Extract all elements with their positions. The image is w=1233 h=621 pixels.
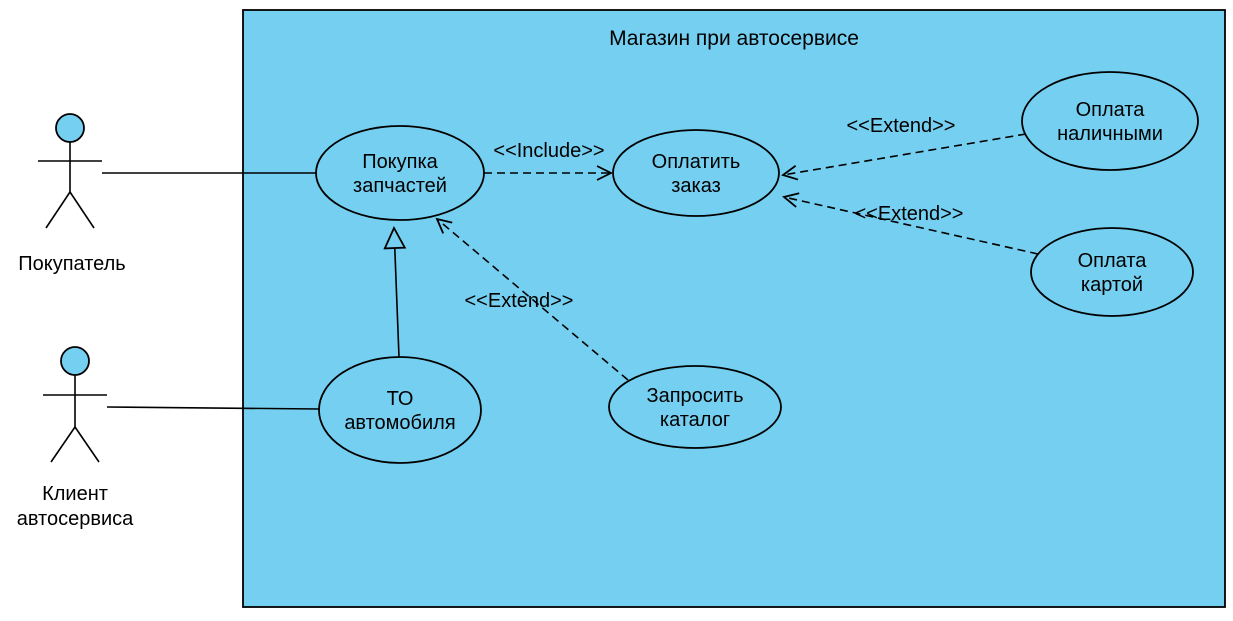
usecase-pay-order-ellipse	[612, 129, 780, 217]
usecase-car-service-ellipse	[318, 356, 482, 464]
usecase-card-payment-label-line2: картой	[1081, 274, 1143, 296]
extend-arrow-cash-pay-order	[781, 133, 1027, 181]
usecase-pay-order: Оплатить заказ	[612, 129, 780, 217]
usecase-buy-parts-label-line2: запчастей	[353, 175, 447, 197]
actor-client-right-leg	[74, 426, 100, 463]
extend-arrow-card-pay-order	[782, 192, 1039, 255]
usecase-card-payment-ellipse	[1030, 227, 1194, 317]
actor-buyer: Покупатель	[18, 113, 126, 275]
usecase-request-catalog-ellipse	[608, 365, 782, 449]
extend-label-cash: <<Extend>>	[847, 115, 956, 137]
usecase-cash-payment-label-line1: Оплата	[1076, 99, 1146, 121]
usecase-car-service-label-line2: автомобиля	[344, 412, 455, 434]
usecase-request-catalog-label-line2: каталог	[660, 409, 730, 431]
usecase-cash-payment-ellipse	[1021, 71, 1199, 171]
actor-buyer-right-leg	[69, 191, 95, 229]
usecase-buy-parts: Покупка запчастей	[315, 125, 485, 221]
actor-buyer-label: Покупатель	[18, 253, 125, 275]
usecase-pay-order-label-line2: заказ	[671, 175, 721, 197]
association-client-car-service	[106, 406, 320, 410]
usecase-cash-payment: Оплата наличными	[1021, 71, 1199, 171]
extend-label-card: <<Extend>>	[855, 203, 964, 225]
extend-label-catalog: <<Extend>>	[465, 290, 574, 312]
usecase-buy-parts-ellipse	[315, 125, 485, 221]
usecase-card-payment-label-line1: Оплата	[1078, 250, 1148, 272]
extend-arrow-catalog-buy-parts	[435, 217, 629, 381]
usecase-card-payment: Оплата картой	[1030, 227, 1194, 317]
usecase-cash-payment-label-line2: наличными	[1057, 123, 1163, 145]
usecase-pay-order-label-line1: Оплатить	[652, 151, 741, 173]
usecase-request-catalog: Запросить каталог	[608, 365, 782, 449]
actor-buyer-left-leg	[45, 191, 71, 229]
system-title: Магазин при автосервисе	[609, 27, 859, 50]
actor-client-left-leg	[50, 426, 76, 463]
usecase-buy-parts-label-line1: Покупка	[362, 151, 438, 173]
actor-client: Клиент автосервиса	[17, 346, 134, 530]
usecase-request-catalog-label-line1: Запросить	[646, 385, 743, 407]
actor-client-label-line2: автосервиса	[17, 508, 134, 530]
generalization-arrow-car-service-buy-parts	[383, 225, 407, 358]
actor-client-label-line1: Клиент	[42, 483, 108, 505]
include-label: <<Include>>	[493, 140, 604, 162]
usecase-car-service: ТО автомобиля	[318, 356, 482, 464]
actor-buyer-head-icon	[55, 113, 85, 143]
actor-client-head-icon	[60, 346, 90, 376]
usecase-car-service-label-line1: ТО	[387, 388, 414, 410]
